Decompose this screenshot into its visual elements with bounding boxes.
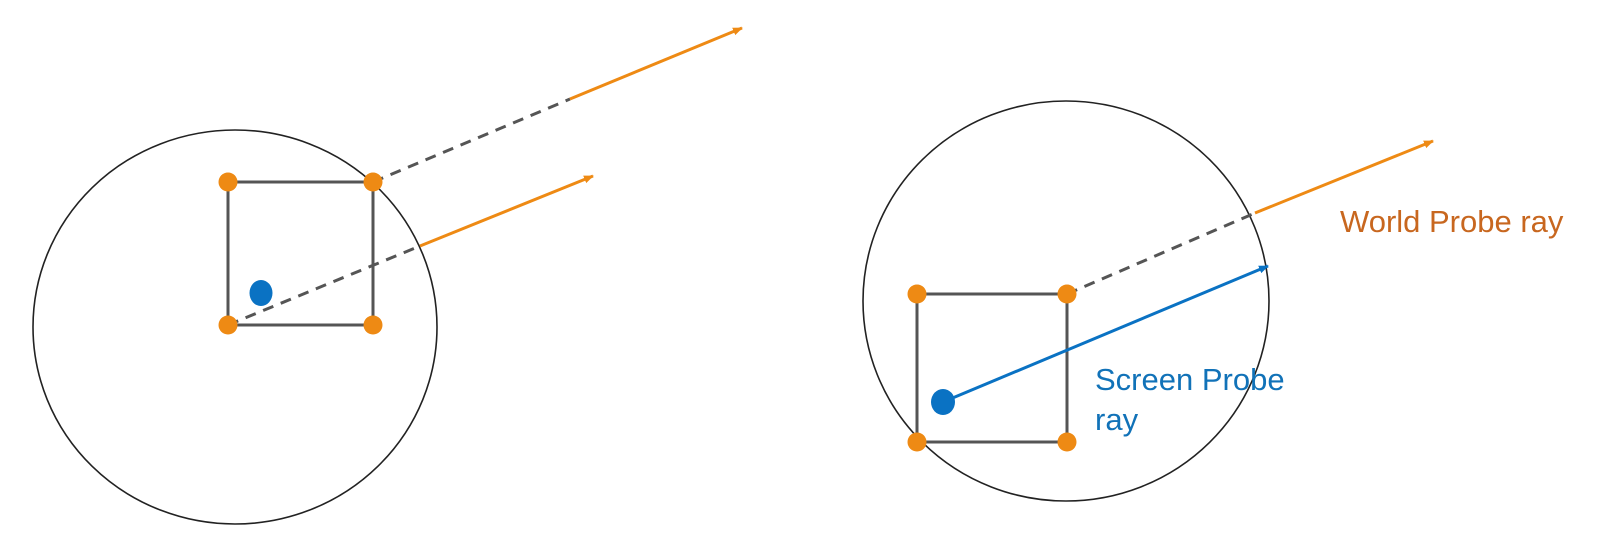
- orange-dot-icon: [218, 172, 238, 192]
- right-panel: [862, 100, 1434, 502]
- right-probe-square: [915, 292, 1069, 444]
- orange-dot-icon: [1057, 284, 1077, 304]
- blue-dot-icon: [249, 280, 273, 306]
- world-probe-ray: [1254, 139, 1434, 215]
- orange-dot-icon: [363, 172, 383, 192]
- orange-dot-icon: [907, 432, 927, 452]
- orange-dot-icon: [1057, 432, 1077, 452]
- left-orange-ray-lower: [419, 174, 594, 248]
- screen-probe-ray: [942, 264, 1269, 404]
- left-dashed-ray-lower: [227, 244, 421, 327]
- screen-probe-ray-label-line2: ray: [1095, 402, 1139, 437]
- right-dashed-ray: [1066, 211, 1256, 296]
- left-probe-square: [226, 180, 375, 327]
- left-panel: [32, 26, 743, 525]
- left-probe-circle: [32, 129, 438, 525]
- screen-probe-ray-label-line1: Screen Probe: [1095, 362, 1285, 397]
- blue-dot-icon: [931, 389, 955, 415]
- right-probe-circle: [862, 100, 1270, 502]
- orange-dot-icon: [907, 284, 927, 304]
- left-orange-ray-upper: [569, 26, 743, 101]
- screen-probe-ray-label: Screen Probe ray: [1095, 360, 1285, 440]
- orange-dot-icon: [363, 315, 383, 335]
- left-dashed-ray-upper: [372, 97, 571, 184]
- world-probe-ray-label: World Probe ray: [1340, 204, 1564, 239]
- orange-dot-icon: [218, 315, 238, 335]
